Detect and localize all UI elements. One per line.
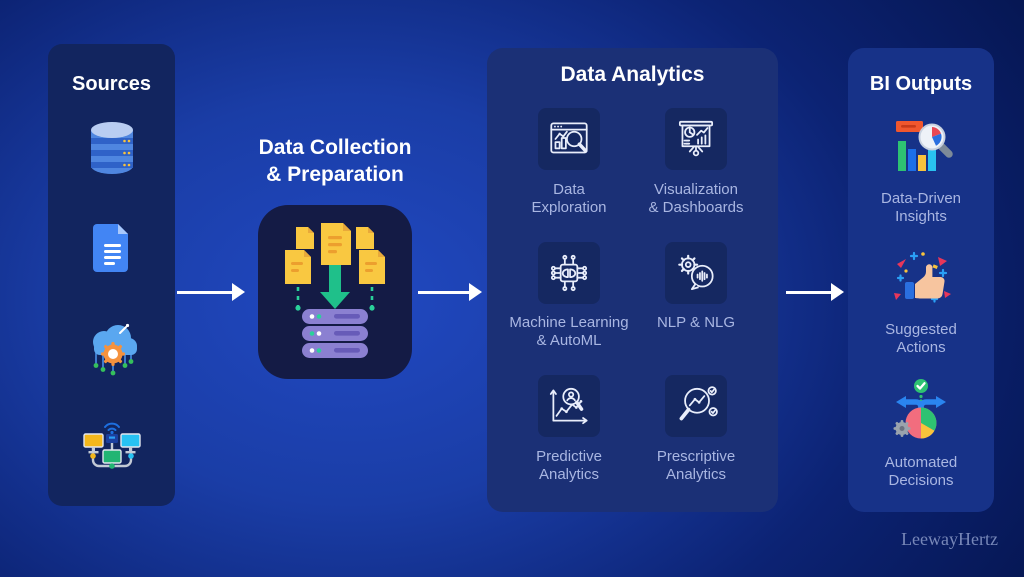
- data-collection-box: [258, 205, 412, 379]
- data-driven-insights-icon: [889, 114, 953, 178]
- label-predictive-analytics: Predictive Analytics: [536, 448, 602, 483]
- data-collection-title: Data Collection & Preparation: [235, 134, 435, 188]
- data-exploration-icon: [550, 122, 588, 154]
- label-nlp-nlg: NLP & NLG: [656, 314, 736, 331]
- data-analytics-title: Data Analytics: [560, 63, 705, 86]
- data-collection-title-line2: & Preparation: [266, 163, 404, 186]
- data-collection-title-line1: Data Collection: [258, 136, 412, 159]
- tile-data-exploration: [538, 108, 600, 170]
- connected-devices-icon: [80, 414, 144, 478]
- tile-predictive-analytics: [538, 375, 600, 437]
- suggested-actions-icon: [889, 248, 953, 312]
- tile-prescriptive-analytics: [665, 375, 727, 437]
- nlp-nlg-icon: [678, 254, 714, 291]
- flow-arrow-collection-to-analytics: [418, 283, 482, 301]
- flow-arrow-analytics-to-outputs: [786, 283, 844, 301]
- label-data-driven-insights: Data-Driven Insights: [880, 190, 962, 225]
- tile-nlp-nlg: [665, 242, 727, 304]
- automated-decisions-icon: [887, 376, 955, 444]
- files-to-server-icon: [285, 223, 385, 358]
- sources-title: Sources: [72, 73, 151, 95]
- bi-outputs-title: BI Outputs: [869, 73, 973, 95]
- predictive-analytics-icon: [549, 387, 588, 425]
- tile-machine-learning: [538, 242, 600, 304]
- leewayhertz-watermark: LeewayHertz: [901, 529, 998, 549]
- visualization-dashboards-icon: [678, 120, 714, 157]
- machine-learning-icon: [550, 254, 588, 292]
- label-data-exploration: Data Exploration: [531, 181, 607, 216]
- label-machine-learning: Machine Learning & AutoML: [509, 314, 629, 349]
- label-visualization-dashboards: Visualization & Dashboards: [648, 181, 744, 216]
- document-icon: [80, 216, 144, 280]
- database-icon: [80, 116, 144, 180]
- cloud-computing-icon: [80, 314, 144, 378]
- label-prescriptive-analytics: Prescriptive Analytics: [656, 448, 736, 483]
- data-analytics-panel: [487, 48, 778, 512]
- tile-visualization-dashboards: [665, 108, 727, 170]
- flow-arrow-sources-to-collection: [177, 283, 245, 301]
- prescriptive-analytics-icon: [679, 386, 718, 421]
- label-suggested-actions: Suggested Actions: [885, 321, 957, 356]
- label-automated-decisions: Automated Decisions: [884, 454, 958, 489]
